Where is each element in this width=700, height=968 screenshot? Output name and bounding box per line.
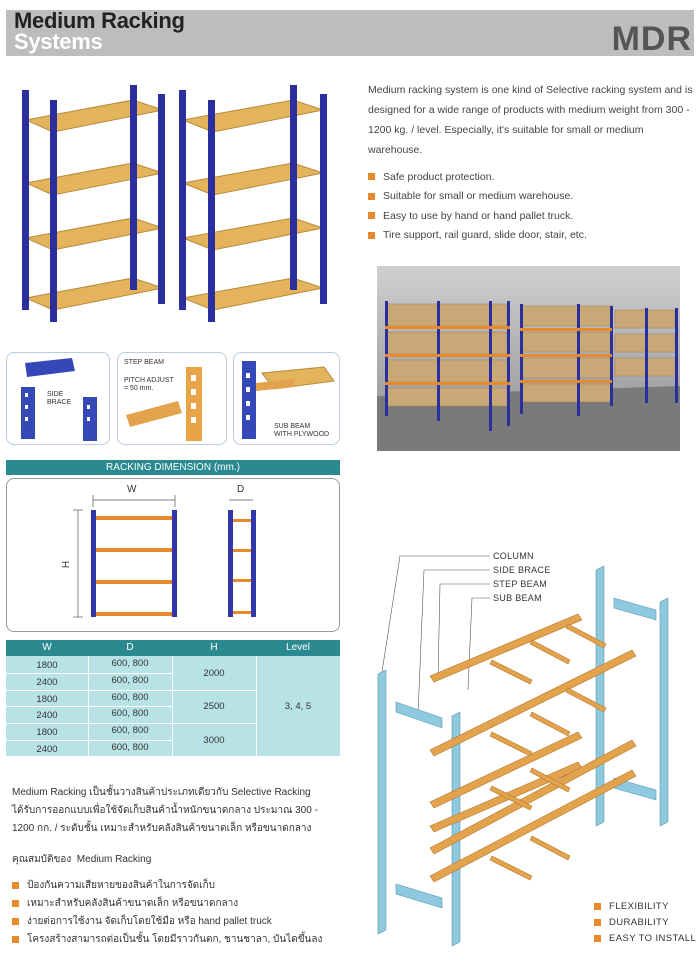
table-cell: 2400 (36, 677, 58, 688)
height-label: H (61, 560, 73, 569)
page-title-line2: Systems (14, 29, 103, 54)
table-header-w: W (42, 642, 52, 653)
table-cell-height: 3000 (203, 735, 225, 746)
label-side-brace: SIDE BRACE (493, 565, 551, 575)
list-item: เหมาะสำหรับคลังสินค้าขนาดเล็ก หรือขนาดกล… (12, 894, 342, 912)
dimension-table-header: W D H Level (6, 640, 340, 656)
table-cell: 2400 (36, 744, 58, 755)
bullet-icon (368, 212, 375, 220)
table-cell: 600, 800 (111, 725, 149, 736)
header-bar (6, 10, 694, 56)
benefits-list: Safe product protection. Suitable for sm… (368, 167, 693, 245)
list-item: Easy to use by hand or hand pallet truck… (368, 206, 693, 226)
list-item: Suitable for small or medium warehouse. (368, 187, 693, 207)
table-cell: 1800 (36, 660, 58, 671)
table-cell: 600, 800 (111, 708, 149, 719)
side-brace-detail: SIDE BRACE (6, 352, 110, 445)
dimension-diagram: W D H (6, 478, 340, 632)
thai-features-heading: คุณสมบัติของ Medium Racking (12, 854, 152, 865)
table-header-d: D (126, 642, 134, 653)
bullet-icon (368, 173, 375, 181)
table-cell: 600, 800 (111, 692, 149, 703)
list-item: ป้องกันความเสียหายของสินค้าในการจัดเก็บ (12, 876, 342, 894)
pitch-adjust-label: PITCH ADJUST = 50 mm. (124, 377, 174, 392)
depth-label: D (237, 484, 245, 495)
bullet-icon (12, 917, 19, 925)
features-list: FLEXIBILITY DURABILITY EASY TO INSTALL (594, 898, 696, 946)
table-cell: 600, 800 (111, 742, 149, 753)
table-cell: 1800 (36, 694, 58, 705)
bullet-icon (12, 935, 19, 943)
table-cell-level: 3, 4, 5 (284, 701, 312, 712)
dimension-title: RACKING DIMENSION (mm.) (6, 460, 340, 475)
list-item: Safe product protection. (368, 167, 693, 187)
list-item: ง่ายต่อการใช้งาน จัดเก็บโดยใช้มือ หรือ h… (12, 912, 342, 930)
rack-unit-left (22, 85, 165, 322)
side-brace-label: SIDE BRACE (47, 391, 72, 406)
step-beam-detail: STEP BEAM PITCH ADJUST = 50 mm. (117, 352, 227, 445)
list-item: โครงสร้างสามารถต่อเป็นชั้น โดยมีราวกันตก… (12, 930, 342, 948)
warehouse-photo (377, 266, 680, 451)
label-sub-beam: SUB BEAM (493, 593, 542, 603)
table-cell: 600, 800 (111, 675, 149, 686)
thai-description: Medium Racking เป็นชั้นวางสินค้าประเภทเด… (12, 787, 318, 834)
rack-unit-right (179, 85, 327, 322)
bullet-icon (594, 934, 601, 942)
sub-beam-detail: SUB BEAM WITH PLYWOOD (233, 352, 340, 445)
table-cell: 2400 (36, 710, 58, 721)
list-item: FLEXIBILITY (594, 898, 696, 914)
width-label: W (127, 484, 137, 495)
list-item: EASY TO INSTALL (594, 930, 696, 946)
bullet-icon (12, 899, 19, 907)
thai-features-list: ป้องกันความเสียหายของสินค้าในการจัดเก็บ … (12, 876, 342, 948)
bullet-icon (594, 918, 601, 926)
bullet-icon (594, 902, 601, 910)
table-cell-height: 2500 (203, 701, 225, 712)
page-title-line1: Medium Racking (14, 8, 185, 33)
sub-beam-label: SUB BEAM WITH PLYWOOD (274, 423, 330, 438)
intro-text: Medium racking system is one kind of Sel… (368, 84, 693, 156)
bullet-icon (368, 231, 375, 239)
brand-logo: MDR (611, 20, 692, 58)
bullet-icon (12, 881, 19, 889)
table-cell: 600, 800 (111, 658, 149, 669)
step-beam-label: STEP BEAM (124, 359, 164, 366)
table-header-level: Level (286, 642, 310, 653)
dimension-table: 1800 600, 800 2400 600, 800 1800 600, 80… (6, 656, 340, 756)
bullet-icon (368, 192, 375, 200)
label-column: COLUMN (493, 551, 534, 561)
exploded-diagram: COLUMN SIDE BRACE STEP BEAM SUB BEAM (360, 540, 690, 950)
table-header-h: H (210, 642, 218, 653)
list-item: Tire support, rail guard, slide door, st… (368, 226, 693, 246)
table-cell: 1800 (36, 727, 58, 738)
label-step-beam: STEP BEAM (493, 579, 548, 589)
table-cell-height: 2000 (203, 668, 225, 679)
rack-illustration (22, 85, 327, 322)
list-item: DURABILITY (594, 914, 696, 930)
